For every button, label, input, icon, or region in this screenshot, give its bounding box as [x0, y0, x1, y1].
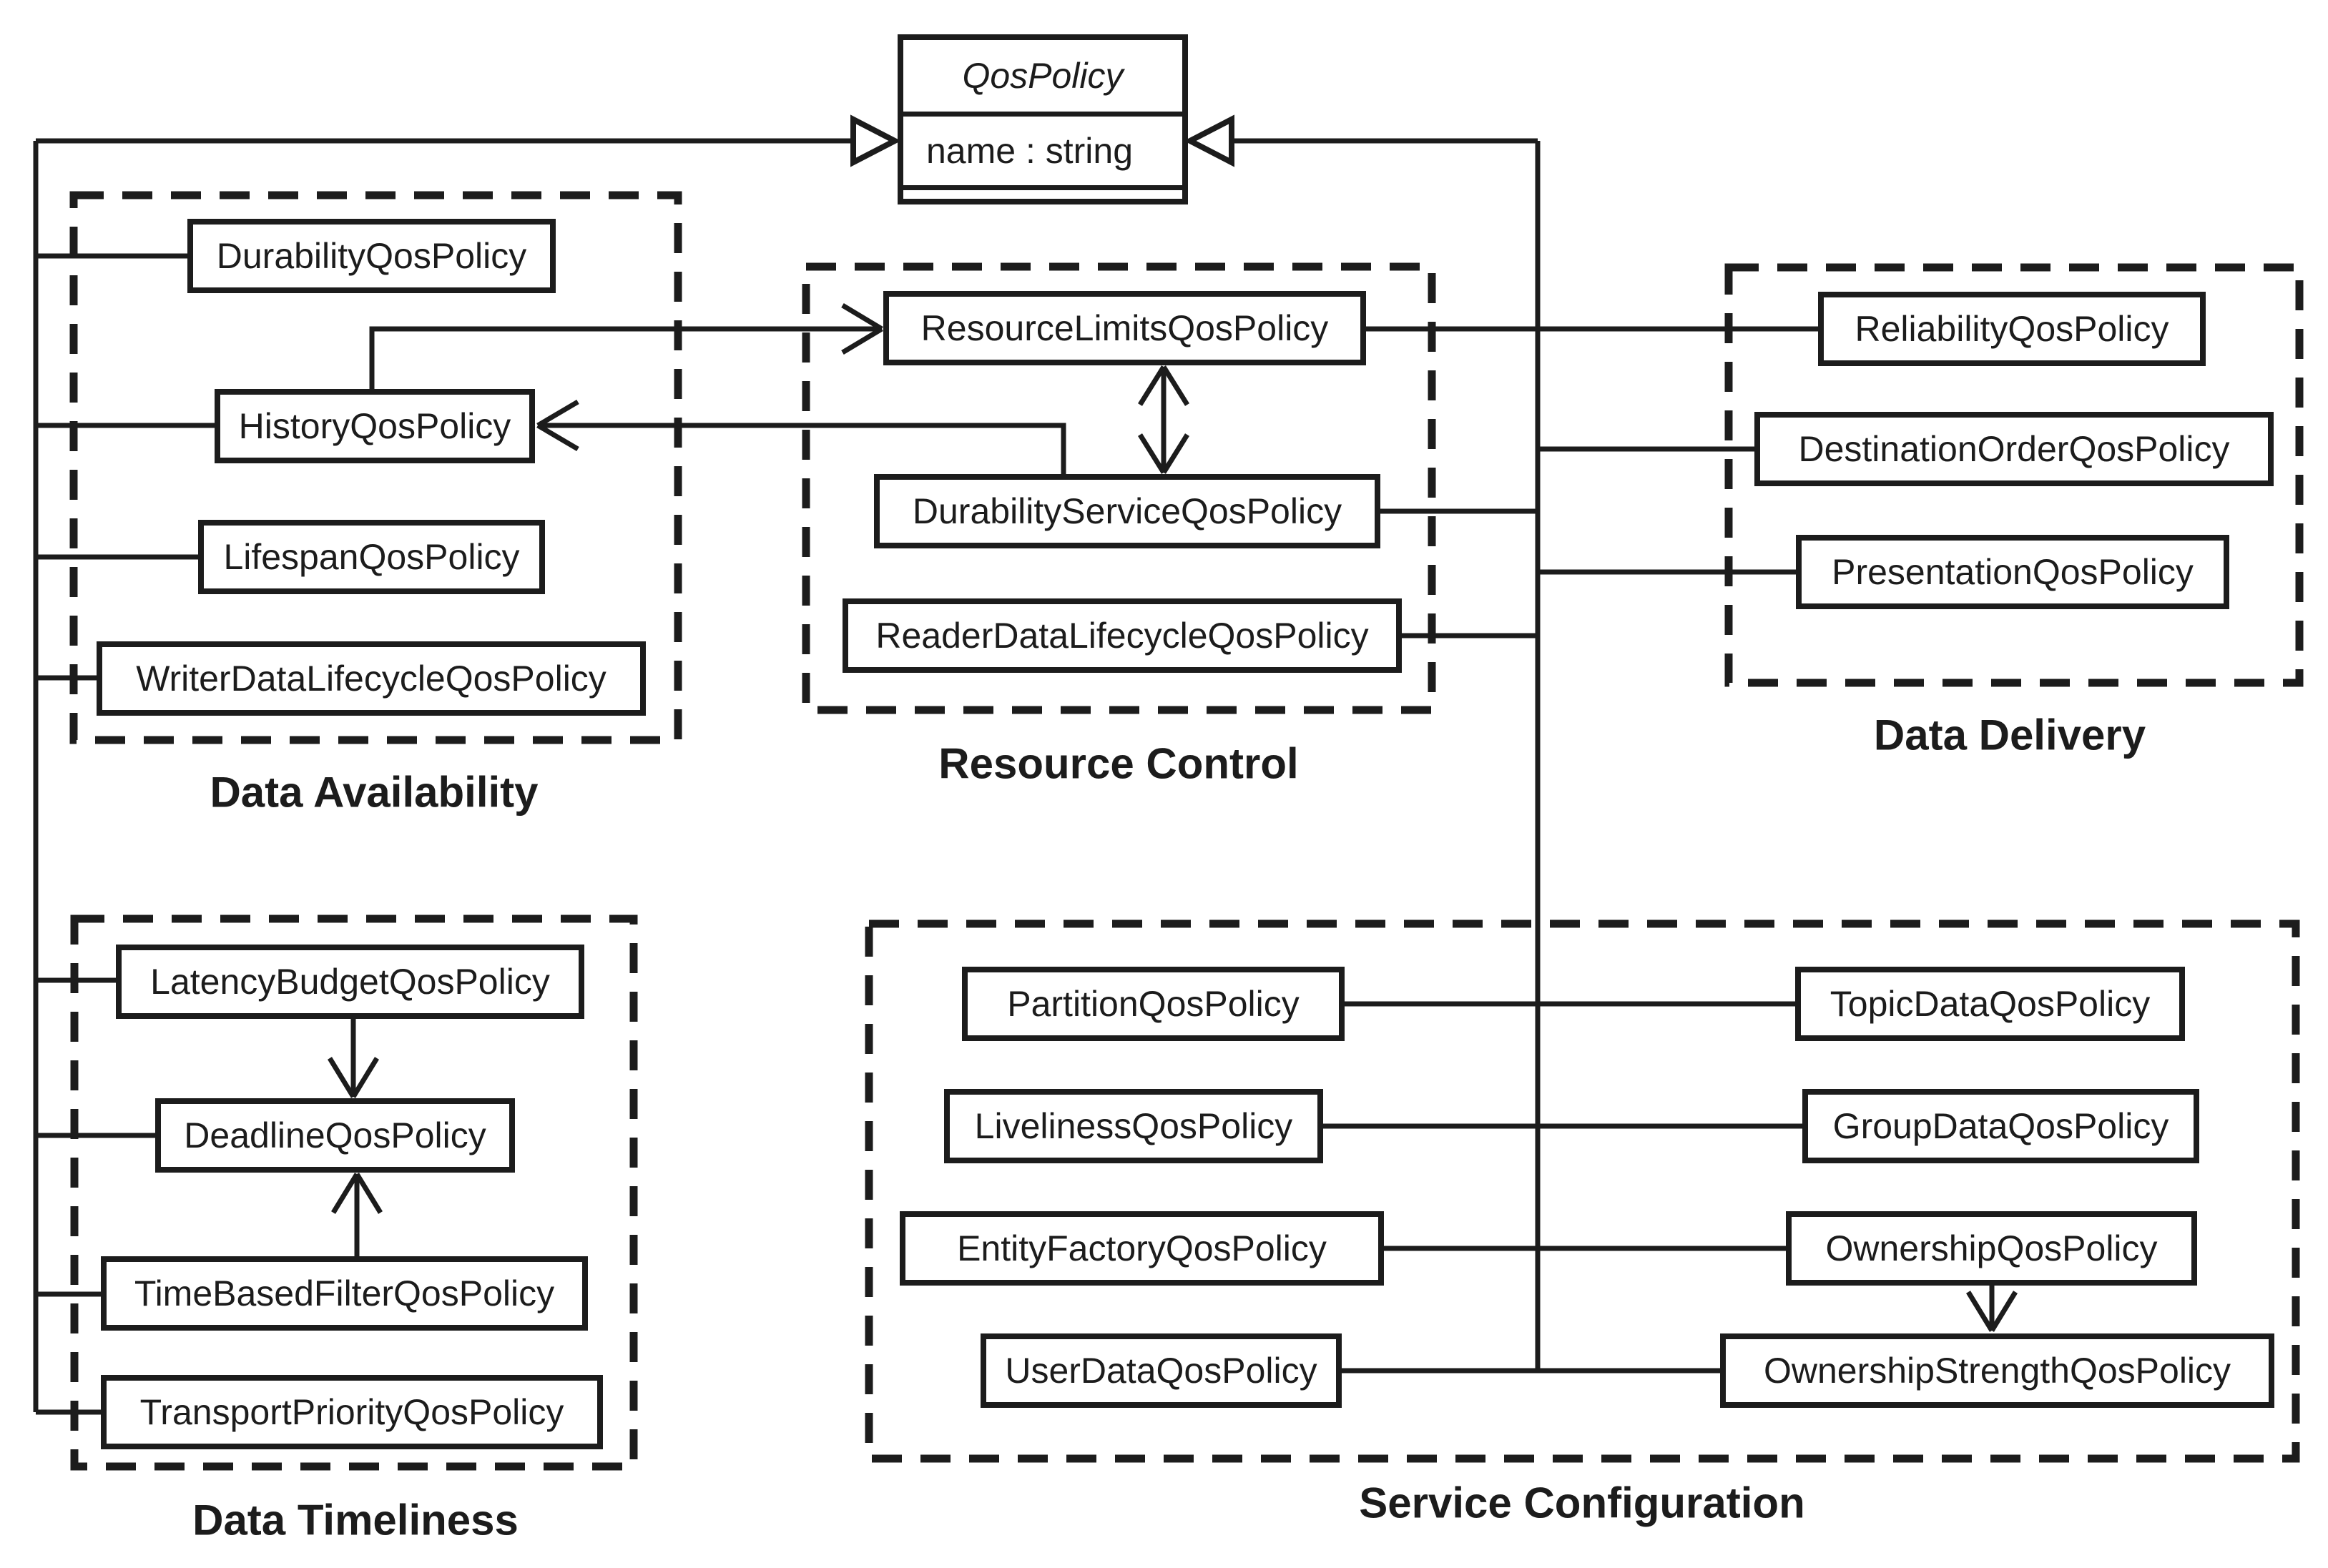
- class-destination-order-qos-policy: DestinationOrderQosPolicy: [1754, 412, 2274, 486]
- arrow-resourcelimits-durabilityservice-head-down: [1138, 433, 1189, 474]
- class-ownership-strength-qos-policy: OwnershipStrengthQosPolicy: [1720, 1333, 2274, 1408]
- class-resource-limits-qos-policy: ResourceLimitsQosPolicy: [883, 291, 1366, 365]
- class-liveliness-qos-policy: LivelinessQosPolicy: [944, 1089, 1323, 1163]
- class-qospolicy: QosPolicy name : string: [898, 34, 1188, 204]
- class-qospolicy-name: QosPolicy: [903, 40, 1182, 117]
- group-frame-data-timeliness: [70, 914, 638, 1471]
- group-label-data-timeliness: Data Timeliness: [192, 1496, 519, 1544]
- arrow-timebasedfilter-to-deadline-head: [331, 1173, 383, 1214]
- group-label-resource-control: Resource Control: [938, 739, 1299, 788]
- arrow-durabilityservice-to-history-line: [539, 423, 1066, 474]
- arrow-ownership-to-ownershipstrength-head: [1966, 1291, 2018, 1332]
- group-frame-data-availability: [69, 191, 682, 744]
- group-frame-service-configuration: [865, 919, 2300, 1463]
- class-latency-budget-qos-policy: LatencyBudgetQosPolicy: [116, 945, 584, 1019]
- arrow-latencybudget-to-deadline-head: [328, 1057, 379, 1098]
- class-topic-data-qos-policy: TopicDataQosPolicy: [1795, 967, 2185, 1041]
- class-qospolicy-attribute: name : string: [903, 117, 1182, 190]
- class-writer-data-lifecycle-qos-policy: WriterDataLifecycleQosPolicy: [97, 641, 646, 716]
- class-reader-data-lifecycle-qos-policy: ReaderDataLifecycleQosPolicy: [843, 598, 1402, 673]
- class-durability-qos-policy: DurabilityQosPolicy: [187, 219, 556, 293]
- class-transport-priority-qos-policy: TransportPriorityQosPolicy: [101, 1375, 603, 1449]
- group-frame-resource-control: [802, 262, 1436, 714]
- class-durability-service-qos-policy: DurabilityServiceQosPolicy: [874, 474, 1380, 548]
- class-group-data-qos-policy: GroupDataQosPolicy: [1802, 1089, 2199, 1163]
- class-lifespan-qos-policy: LifespanQosPolicy: [198, 520, 545, 594]
- class-partition-qos-policy: PartitionQosPolicy: [962, 967, 1345, 1041]
- arrow-history-to-resourcelimits-head: [841, 302, 883, 355]
- generalization-triangle-right: [1184, 114, 1234, 167]
- class-history-qos-policy: HistoryQosPolicy: [215, 389, 535, 463]
- class-deadline-qos-policy: DeadlineQosPolicy: [155, 1098, 515, 1173]
- class-user-data-qos-policy: UserDataQosPolicy: [981, 1333, 1342, 1408]
- arrow-resourcelimits-durabilityservice-head-up: [1138, 365, 1189, 406]
- class-time-based-filter-qos-policy: TimeBasedFilterQosPolicy: [101, 1256, 588, 1331]
- arrow-history-to-resourcelimits-line: [369, 326, 880, 389]
- class-presentation-qos-policy: PresentationQosPolicy: [1796, 535, 2229, 609]
- class-entity-factory-qos-policy: EntityFactoryQosPolicy: [900, 1211, 1384, 1286]
- arrow-durabilityservice-to-history-head: [536, 399, 579, 452]
- group-label-data-delivery: Data Delivery: [1873, 711, 2146, 759]
- class-ownership-qos-policy: OwnershipQosPolicy: [1786, 1211, 2197, 1286]
- group-label-service-configuration: Service Configuration: [1359, 1479, 1805, 1527]
- group-frame-data-delivery: [1724, 263, 2304, 687]
- class-qospolicy-operations-compartment: [903, 190, 1182, 199]
- generalization-triangle-left: [850, 114, 901, 167]
- class-reliability-qos-policy: ReliabilityQosPolicy: [1818, 292, 2206, 366]
- group-label-data-availability: Data Availability: [210, 768, 539, 817]
